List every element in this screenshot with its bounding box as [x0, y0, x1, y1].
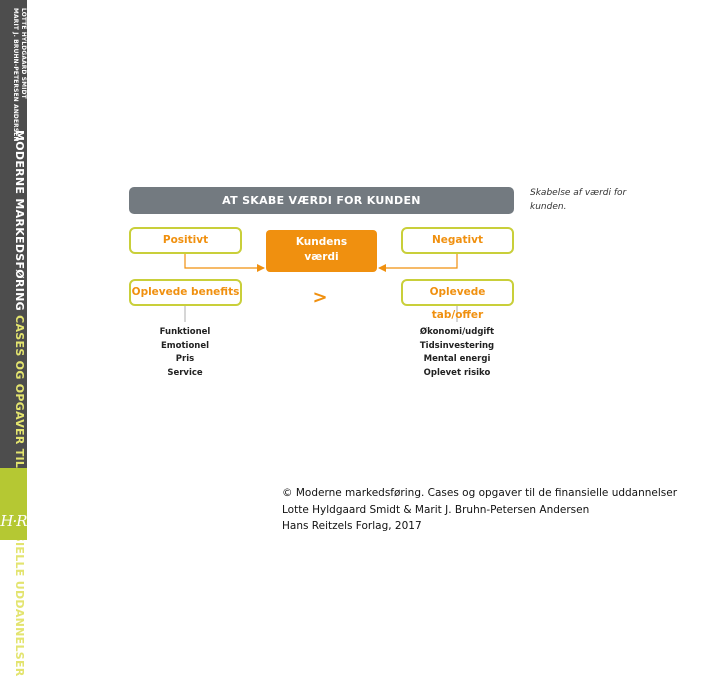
spine-title-part1: MODERNE — [13, 130, 26, 199]
spine-author-1: LOTTE HYLDGAARD SMIDT — [20, 8, 28, 99]
spine-title: MODERNE MARKEDSFØRING CASES OG OPGAVER T… — [12, 130, 26, 677]
perceived-benefits-box: Oplevede benefits — [129, 279, 242, 306]
customer-value-line1: Kundens — [295, 236, 348, 248]
list-item: Service — [167, 367, 203, 378]
spine-author-2: MARIT J. BRUHN-PETERSEN ANDERSEN — [12, 8, 21, 142]
list-item: Oplevet risiko — [423, 367, 491, 378]
list-item: Økonomi/udgift — [419, 327, 495, 337]
diagram-caption: Skabelse af værdi for kunden. — [530, 188, 627, 212]
left-connector — [184, 254, 265, 272]
right-connector — [378, 254, 458, 272]
customer-value-box: Kundens værdi — [266, 230, 377, 272]
book-spine: LOTTE HYLDGAARD SMIDT MARIT J. BRUHN-PET… — [0, 0, 29, 677]
list-item: Mental energi — [423, 354, 491, 364]
positive-box: Positivt — [129, 227, 242, 254]
list-item: Emotionel — [160, 340, 210, 351]
customer-value-line2: værdi — [304, 251, 339, 263]
spine-title-part2: MARKEDSFØRING — [13, 198, 26, 311]
publisher-logo: H·R — [0, 512, 27, 530]
perceived-loss-box: Oplevede tab/offer — [401, 279, 514, 321]
list-item: Pris — [175, 354, 195, 364]
list-item: Funktionel — [159, 327, 211, 337]
costs-list: Økonomi/udgift Tidsinvestering Mental en… — [407, 326, 507, 380]
footer-line-1: © Moderne markedsføring. Cases og opgave… — [282, 487, 678, 499]
greater-than-sign: > — [312, 287, 328, 308]
negative-box: Negativt — [401, 227, 514, 254]
copyright-footer: © Moderne markedsføring. Cases og opgave… — [282, 485, 718, 535]
spine-authors: LOTTE HYLDGAARD SMIDT MARIT J. BRUHN-PET… — [12, 8, 29, 142]
diagram-header: AT SKABE VÆRDI FOR KUNDEN — [129, 187, 514, 214]
list-item: Tidsinvestering — [419, 340, 495, 351]
footer-line-3: Hans Reitzels Forlag, 2017 — [282, 520, 422, 532]
spine-green-band — [0, 468, 27, 540]
benefits-list: Funktionel Emotionel Pris Service — [135, 326, 235, 380]
footer-line-2: Lotte Hyldgaard Smidt & Marit J. Bruhn-P… — [282, 503, 590, 516]
